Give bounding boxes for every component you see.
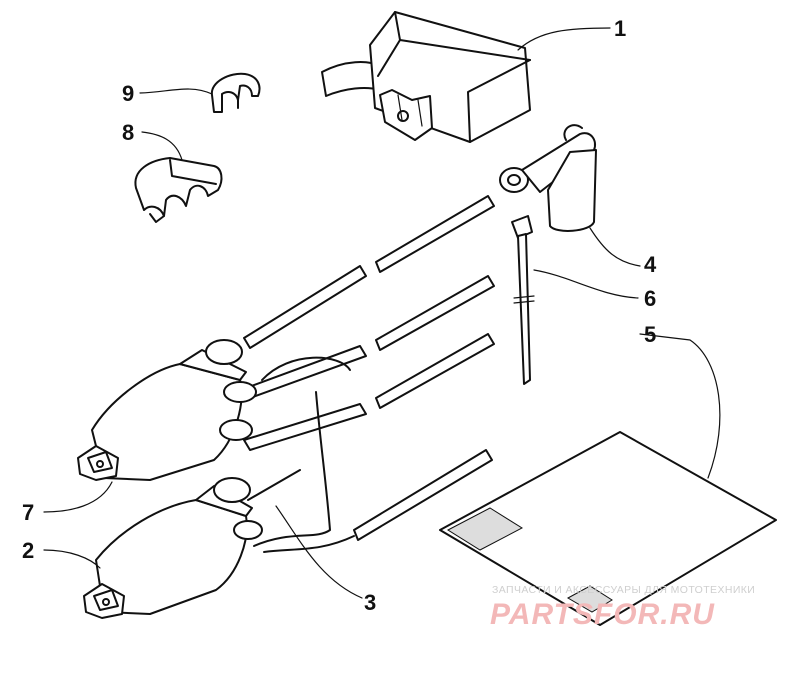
part-9-wire-clip: [210, 72, 261, 113]
lead-bottom: [247, 449, 493, 541]
callout-9: 9: [122, 81, 134, 106]
callout-2: 2: [22, 538, 34, 563]
callout-8: 8: [122, 120, 134, 145]
part-1-ignition-module: [321, 11, 531, 143]
lead-upper: [243, 195, 495, 349]
callout-7: 7: [22, 500, 34, 525]
callout-1: 1: [614, 16, 626, 41]
part-2-ignition-coil: [83, 477, 263, 619]
part-4-spark-plug-cap: [499, 124, 597, 232]
part-8-wire-holder: [134, 157, 223, 223]
callout-6: 6: [644, 286, 656, 311]
lead-middle: [245, 275, 495, 399]
watermark-brand: PARTSFOR.RU: [490, 598, 715, 631]
callout-3: 3: [364, 590, 376, 615]
part-7-ignition-coil: [77, 339, 257, 481]
lead-lower: [243, 333, 495, 451]
watermark-tagline: ЗАПЧАСТИ И АКСЕССУАРЫ ДЛЯ МОТОТЕХНИКИ: [492, 584, 755, 596]
part-3-thin-wires: [253, 356, 355, 553]
leader-lines: [43, 27, 721, 599]
callout-5: 5: [644, 322, 656, 347]
part-5-sheet: [439, 431, 777, 626]
part-6-cable-tie: [511, 215, 535, 385]
callout-4: 4: [644, 252, 657, 277]
